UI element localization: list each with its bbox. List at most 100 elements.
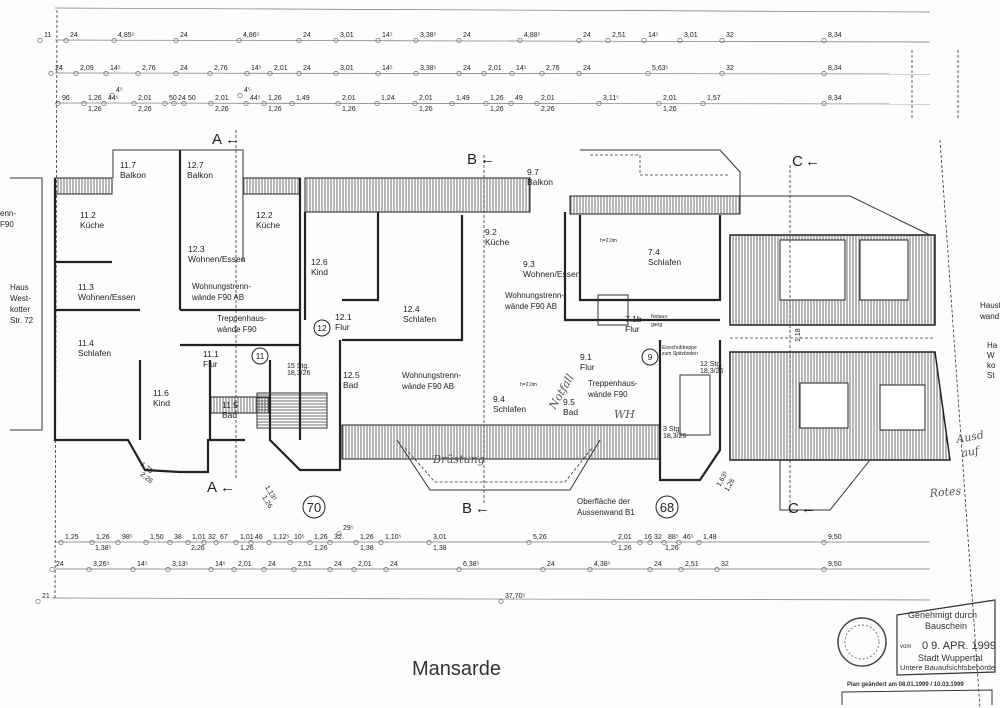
dimension-tick bbox=[378, 539, 384, 545]
dimension-label: 24 bbox=[180, 65, 188, 72]
dimension-tick bbox=[327, 566, 333, 572]
room-labels: 11.7Balkon12.7Balkon11.2Küche12.2Küche12… bbox=[78, 160, 681, 420]
room-name: Schlafen bbox=[403, 314, 436, 324]
dimension-label: 3,01 bbox=[340, 32, 354, 39]
dimension-tick bbox=[821, 71, 827, 77]
room-number: 12.2 bbox=[256, 210, 273, 220]
dimension-label: 1,12⁵ bbox=[273, 534, 290, 541]
dimension-label: 1,26 bbox=[88, 106, 102, 113]
small-note: zum Spitzboden bbox=[662, 351, 698, 357]
dimension-label: 24 bbox=[70, 32, 78, 39]
handwritten-note: WH bbox=[614, 408, 635, 421]
dimension-label: 1,26 bbox=[490, 95, 504, 102]
dimension-tick bbox=[162, 101, 168, 107]
dimension-label: 14⁵ bbox=[137, 561, 148, 568]
dimension-label: 14⁵ bbox=[382, 65, 393, 72]
dimension-label: 6,38⁵ bbox=[463, 561, 480, 568]
dimension-tick bbox=[540, 566, 546, 572]
dimension-tick bbox=[213, 539, 219, 545]
dimension-tick bbox=[719, 37, 725, 43]
dimension-tick bbox=[233, 539, 239, 545]
dimension-label: 24 bbox=[583, 65, 591, 72]
annotation-line: wände F90 AB bbox=[191, 293, 244, 302]
room-number: 11.7 bbox=[120, 160, 136, 170]
handwritten-note: Rotes bbox=[928, 484, 962, 500]
dimension-label: 2,26 bbox=[215, 106, 229, 113]
dimension-tick bbox=[526, 539, 532, 545]
dimension-tick bbox=[86, 566, 92, 572]
dimension-tick bbox=[647, 539, 653, 545]
room-number: 12.6 bbox=[311, 257, 328, 267]
section-arrow-icon: ← bbox=[480, 151, 495, 168]
dimension-tick bbox=[676, 539, 682, 545]
dimension-label: 8,34 bbox=[828, 95, 842, 102]
dimension-lines bbox=[51, 7, 959, 601]
dimension-tick bbox=[661, 539, 667, 545]
room-number: 9.4 bbox=[493, 394, 505, 404]
dimension-tick bbox=[49, 566, 55, 572]
dimension-tick bbox=[291, 566, 297, 572]
dimension-label: 96 bbox=[62, 95, 70, 102]
dimension-label: 2,26 bbox=[138, 106, 152, 113]
dimension-tick bbox=[375, 71, 381, 77]
stamp-date: 0 9. APR. 1999 bbox=[922, 640, 996, 652]
dimension-label: 4,85⁵ bbox=[118, 32, 135, 39]
staircase-number: 70 bbox=[307, 500, 321, 515]
dimension-tick bbox=[821, 566, 827, 572]
dimension-label: 2,01 bbox=[419, 95, 433, 102]
diagonal-dimension: 2,26 bbox=[139, 471, 154, 485]
section-marker-label: A bbox=[212, 131, 222, 148]
dimension-label: 9,50 bbox=[828, 561, 842, 568]
dimension-label: 49 bbox=[515, 95, 523, 102]
dimension-label: 24 bbox=[654, 561, 662, 568]
dimension-label: 24 bbox=[583, 32, 591, 39]
room-number: 9.2 bbox=[485, 227, 497, 237]
dimension-label: 2,51 bbox=[685, 561, 699, 568]
neighbor-house-label: Ha bbox=[987, 341, 998, 350]
dimension-tick bbox=[143, 539, 149, 545]
dimension-tick bbox=[449, 101, 455, 107]
dimension-label: 9,50 bbox=[828, 534, 842, 541]
annotation-line: 12 Stg. bbox=[700, 361, 722, 368]
annotation-line: wände F90 AB bbox=[401, 382, 454, 391]
dimension-label: 1,57 bbox=[707, 95, 721, 102]
dimension-label: 24 bbox=[56, 561, 64, 568]
dimension-tick bbox=[413, 37, 419, 43]
dimension-label: 24 bbox=[303, 65, 311, 72]
dimension-label: 4,38⁵ bbox=[594, 561, 611, 568]
annotation-line: wände F90 bbox=[216, 325, 257, 334]
dimension-label: 44⁵ bbox=[108, 95, 119, 102]
small-note: h=2,0m bbox=[520, 382, 537, 388]
dimension-label: 2,09 bbox=[80, 65, 94, 72]
dimension-tick bbox=[35, 598, 41, 604]
neighbor-house-label: W bbox=[987, 351, 995, 360]
dimension-tick bbox=[81, 101, 87, 107]
dimension-tick bbox=[508, 101, 514, 107]
dimension-tick bbox=[236, 37, 242, 43]
room-number: 11.5 bbox=[222, 400, 238, 410]
dimension-label: 24 bbox=[180, 32, 188, 39]
dimension-label: 14⁵ bbox=[215, 561, 226, 568]
room-number: 11.6 bbox=[153, 388, 169, 398]
stamp-authority: Untere Bauaufsichtsbehörde bbox=[900, 663, 995, 672]
dimension-label: 24 bbox=[463, 32, 471, 39]
annotation-line: 18,3/26 bbox=[663, 433, 686, 440]
dimension-label: 24 bbox=[547, 561, 555, 568]
dimension-label: 14⁵ bbox=[382, 32, 393, 39]
dimension-tick bbox=[333, 37, 339, 43]
dimension-label: 16 bbox=[644, 534, 652, 541]
dimension-label: 67 bbox=[220, 534, 228, 541]
annotation-line: Wohnungstrenn- bbox=[192, 282, 251, 291]
dimension-tick bbox=[696, 539, 702, 545]
room-name: Küche bbox=[256, 220, 280, 230]
section-arrow-icon: ← bbox=[225, 131, 240, 148]
dimension-label: 3,01 bbox=[340, 65, 354, 72]
dimension-tick bbox=[208, 566, 214, 572]
dimension-label: 2,01 bbox=[541, 95, 555, 102]
room-name: Wohnen/Essen bbox=[78, 292, 136, 302]
dimension-label: 4⁵ bbox=[244, 87, 251, 94]
annotation-line: Aussenwand B1 bbox=[577, 508, 635, 517]
dimension-label: 1,01 bbox=[240, 534, 254, 541]
room-name: Küche bbox=[485, 237, 509, 247]
room-name: Bad bbox=[343, 380, 358, 390]
